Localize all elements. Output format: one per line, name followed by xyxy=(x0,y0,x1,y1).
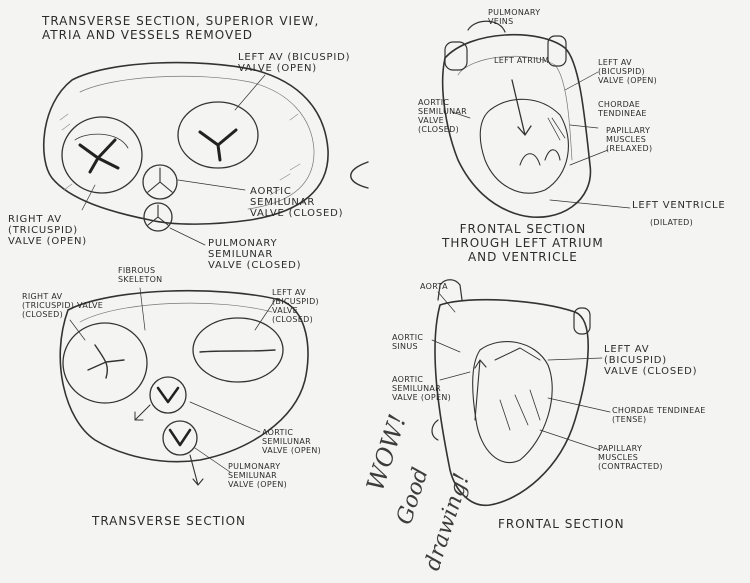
title-transverse-section: TRANSVERSE SECTION xyxy=(92,514,246,528)
label-right-av-closed: RIGHT AV(TRICUSPID) VALVE(CLOSED) xyxy=(22,292,104,319)
label-dilated: (DILATED) xyxy=(650,218,694,227)
heart-frontal-dilated xyxy=(350,20,631,218)
label-left-av-closed-frontal: LEFT AV(BICUSPID)VALVE (CLOSED) xyxy=(604,344,698,377)
label-left-atrium: LEFT ATRIUM xyxy=(494,56,550,65)
heart-transverse-section xyxy=(59,287,309,486)
label-chordae-tendineae-tense: CHORDAE TENDINEAE(TENSE) xyxy=(612,406,706,424)
label-aorta: AORTA xyxy=(420,282,448,291)
label-left-ventricle: LEFT VENTRICLE xyxy=(632,200,726,211)
label-right-av-open: RIGHT AV(TRICUSPID)VALVE (OPEN) xyxy=(8,214,87,247)
label-left-av-closed: LEFT AV(BICUSPID)VALVE(CLOSED) xyxy=(272,288,319,324)
heart-transverse-superior xyxy=(42,61,329,246)
title-transverse-superior: TRANSVERSE SECTION, SUPERIOR VIEW,ATRIA … xyxy=(42,14,320,42)
label-left-av-open: LEFT AV (BICUSPID)VALVE (OPEN) xyxy=(238,52,351,74)
label-left-av-open-frontal: LEFT AV(BICUSPID)VALVE (OPEN) xyxy=(598,58,658,85)
title-frontal-section-lower: FRONTAL SECTION xyxy=(498,517,625,531)
heart-frontal-contracted xyxy=(431,279,611,507)
